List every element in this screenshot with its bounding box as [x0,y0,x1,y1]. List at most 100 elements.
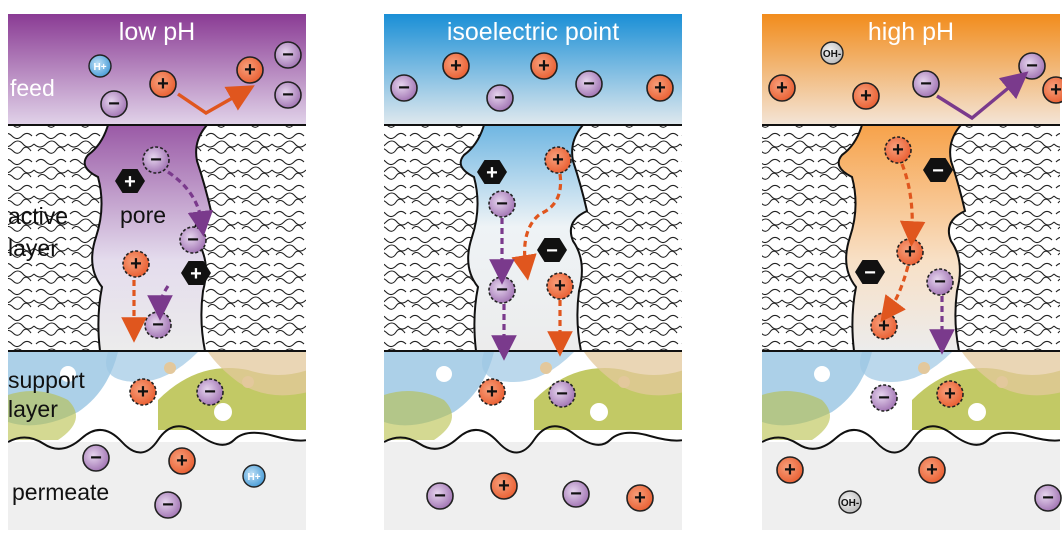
anion-ion: − [274,81,302,109]
ion-circle [548,380,576,408]
cation-ion: + [478,378,506,406]
plus-sign: + [904,241,916,263]
minus-sign: − [398,77,410,99]
ion-circle [546,272,574,300]
minus-sign: − [282,44,294,66]
cation-ion: + [129,378,157,406]
ion-label: H+ [93,62,106,73]
anion-ion: − [144,311,172,339]
anion-ion: − [426,482,454,510]
minus-sign: − [152,314,164,336]
cation-ion: + [1042,76,1062,104]
cation-ion: + [626,484,654,512]
panel-title: high pH [868,18,954,46]
fixed-negative-charge: − [923,158,953,182]
plus-sign: + [878,315,890,337]
panel-title: low pH [119,18,195,46]
cation-ion: + [530,52,558,80]
transport-arrow [147,285,173,321]
minus-sign: − [434,485,446,507]
plus-sign: + [1050,79,1062,101]
charge-hexagon [855,260,885,284]
anion-ion: − [142,146,170,174]
support-boundary [762,425,1060,454]
support-boundary [8,425,306,454]
cation-ion: + [490,472,518,500]
ion-circle [870,384,898,412]
cation-ion: + [236,56,264,84]
support-layer [384,352,682,454]
ion-circle [488,190,516,218]
panel-title: isoelectric point [447,18,619,46]
plus-sign: + [776,77,788,99]
cation-ion: + [168,447,196,475]
minus-sign: − [546,240,558,262]
plus-sign: + [654,77,666,99]
ion-circle [884,136,912,164]
ion-circle [426,482,454,510]
minus-sign: − [934,271,946,293]
cation-ion: + [936,380,964,408]
ion-circle [236,56,264,84]
support-layer-label: layer [8,396,58,422]
support-boundary [384,425,682,454]
anion-ion: − [1034,484,1062,512]
anion-ion: − [1018,52,1046,80]
anion-ion: − [562,480,590,508]
minus-sign: − [204,381,216,403]
ion-circle [776,456,804,484]
transport-arrow [511,173,563,281]
ion-circle [562,480,590,508]
ion-circle [88,54,112,78]
plus-sign: + [157,73,169,95]
ion-circle [768,74,796,102]
charge-hexagon [181,261,211,285]
cation-ion: + [442,52,470,80]
ion-circle [530,52,558,80]
minus-sign: − [90,447,102,469]
plus-sign: + [538,55,550,77]
ion-circle [274,41,302,69]
ion-circle [242,464,266,488]
support-layer-label: support [8,367,85,393]
anion-ion: − [179,226,207,254]
hydroxide-ion: OH- [820,41,844,65]
anion-ion: − [488,276,516,304]
plus-sign: + [860,85,872,107]
proton-ion: H+ [242,464,266,488]
ion-circle [390,74,418,102]
feed-label: feed [10,75,55,101]
panel-3 [762,14,1060,530]
minus-sign: − [494,87,506,109]
pore-label: pore [120,202,166,228]
cation-ion: + [852,82,880,110]
charge-hexagon [477,160,507,184]
anion-ion: − [82,444,110,472]
anion-ion: − [548,380,576,408]
fixed-positive-charge: + [181,261,211,285]
ion-circle [274,81,302,109]
ion-circle [142,146,170,174]
support-layer [8,352,306,454]
plus-sign: + [486,381,498,403]
cation-ion: + [884,136,912,164]
anion-ion: − [488,190,516,218]
anion-ion: − [100,90,128,118]
ion-circle [646,74,674,102]
ion-circle [626,484,654,512]
charge-hexagon [115,169,145,193]
ion-circle [918,456,946,484]
transport-arrow [880,265,910,323]
ion-circle [852,82,880,110]
minus-sign: − [864,262,876,284]
plus-sign: + [450,55,462,77]
plus-sign: + [190,263,202,285]
minus-sign: − [108,93,120,115]
minus-sign: − [1042,487,1054,509]
ion-circle [486,84,514,112]
ion-label: OH- [823,49,841,60]
plus-sign: + [137,381,149,403]
plus-sign: + [124,171,136,193]
plus-sign: + [486,162,498,184]
cation-ion: + [646,74,674,102]
